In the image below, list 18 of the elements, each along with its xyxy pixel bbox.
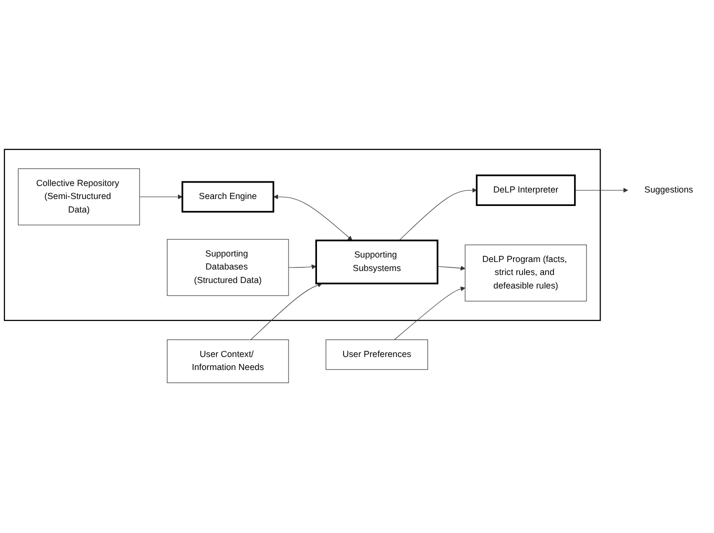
arrow bbox=[139, 194, 183, 200]
arrow bbox=[250, 283, 322, 340]
arrow bbox=[574, 188, 628, 194]
arrow bbox=[288, 264, 316, 270]
node-box: Supporting Databases (Structured Data) bbox=[166, 239, 289, 296]
arrow bbox=[437, 266, 466, 271]
node-box: DeLP Program (facts, strict rules, and defeasible rules) bbox=[464, 244, 587, 302]
node-box: Search Engine bbox=[182, 182, 274, 213]
arrow bbox=[394, 286, 466, 340]
arrow bbox=[273, 194, 352, 242]
node-box: User Context/ Information Needs bbox=[166, 340, 289, 384]
node-box: Supporting Subsystems bbox=[315, 240, 438, 285]
arrow bbox=[398, 188, 477, 242]
node-text: Suggestions bbox=[644, 186, 694, 196]
node-box: User Preferences bbox=[326, 340, 428, 370]
cluster bbox=[4, 149, 601, 322]
node-box: DeLP Interpreter bbox=[476, 174, 576, 206]
node-box: Collective Repository (Semi-Structured Data) bbox=[18, 168, 140, 226]
